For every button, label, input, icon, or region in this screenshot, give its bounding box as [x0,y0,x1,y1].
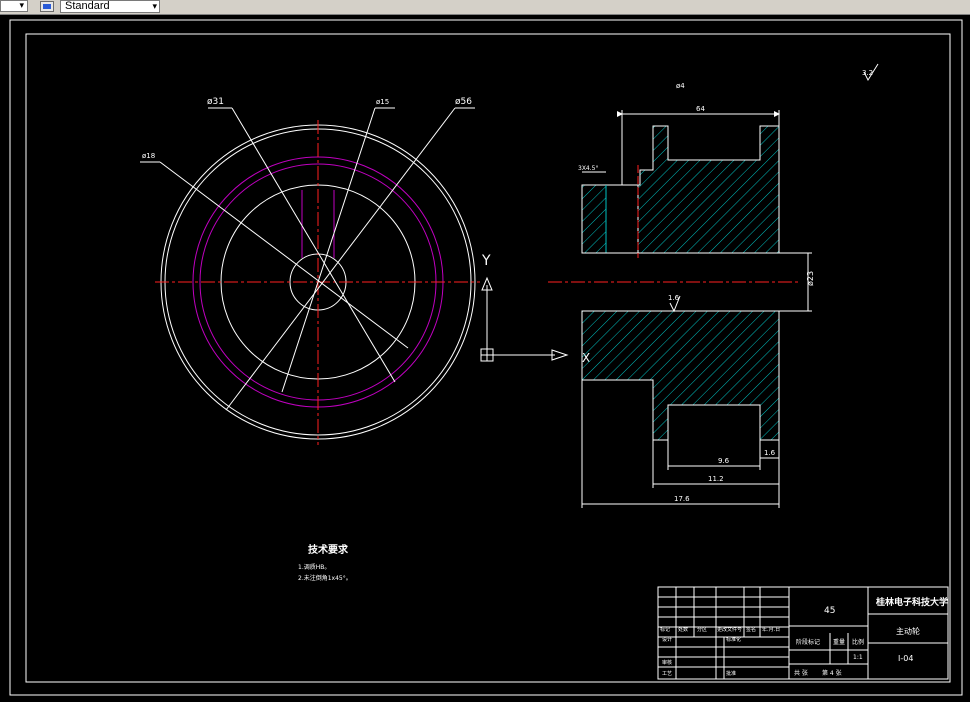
tech-title: 技术要求 [308,543,349,556]
tb-scale-value: 1:1 [853,654,863,661]
dim-total-length: 17.6 [674,495,690,503]
tb-row-zone: 分区 [697,626,707,633]
dim-hub-length: 11.2 [708,475,724,483]
layer-dropdown-arrow[interactable]: ▾ [0,0,28,12]
tb-weight-label: 重量 [833,638,845,646]
tech-line-2: 2.未注倒角1x45°。 [298,574,352,582]
drawing-canvas[interactable]: ø31 ø15 ø56 ø18 Y X 64 ø4 3X4.5° [0,14,970,698]
tb-process: 工艺 [662,671,672,677]
tb-row-date: 年.月.日 [762,626,780,633]
toolbar: ▾ Standard ▾ [0,0,970,15]
dim-d31: ø31 [207,97,224,107]
leader-d18 [159,161,409,349]
leader-d15 [281,107,376,393]
ucs-icon [480,276,569,362]
text-style-icon[interactable] [40,1,54,12]
tb-sheets-total: 共 张 [794,669,808,677]
dim-d15: ø15 [376,98,389,106]
tb-row-docno: 更改文件号 [717,626,742,633]
dim-d56: ø56 [455,97,472,107]
dim-top-width: 64 [696,105,705,113]
text-style-value: Standard [65,0,110,12]
tb-approve: 批准 [726,670,736,677]
text-style-select[interactable]: Standard ▾ [60,0,160,13]
front-view: ø31 ø15 ø56 ø18 [140,97,480,445]
section-lower [581,310,780,441]
side-view: 64 ø4 3X4.5° ø23 9.6 1.6 11.2 17.6 1.6 [548,82,815,508]
cad-drawing: ø31 ø15 ø56 ø18 Y X 64 ø4 3X4.5° [9,19,963,696]
tb-review: 审核 [662,659,672,666]
roughness-symbol [863,63,879,82]
tb-row-mark: 标记 [660,626,670,633]
dim-small-step: 1.6 [764,449,776,457]
tb-material: 45 [824,606,835,616]
tb-school: 桂林电子科技大学 [875,596,948,608]
tb-standard: 标准化 [726,636,741,643]
tb-drawing-no: I-04 [898,654,913,663]
tech-line-1: 1.调质HB。 [298,563,330,571]
dim-inner-groove: 9.6 [718,457,730,465]
chevron-down-icon: ▾ [152,1,157,11]
tb-row-count: 处数 [678,626,688,633]
keyway-cut [605,184,639,254]
roughness-corner: 3.2 [862,69,873,77]
tb-sheet-no: 第 4 张 [822,669,842,677]
dim-d18: ø18 [142,152,155,160]
title-block [657,586,949,680]
leader-d31 [231,107,396,383]
dim-chamfer: 3X4.5° [578,165,598,172]
outer-frame [9,19,963,696]
roughness-mid: 1.6 [668,294,680,302]
inner-frame [25,33,951,683]
tb-part-name: 主动轮 [896,626,920,636]
dim-top-label: ø4 [676,82,685,90]
tb-row-sign: 签名 [746,626,756,633]
ucs-y-label: Y [481,253,491,269]
tb-scale-label: 比例 [852,638,864,646]
chevron-down-icon: ▾ [19,1,24,11]
tb-design: 设计 [662,636,672,643]
leader-d56 [225,107,456,411]
tb-stage-label: 阶段标记 [796,638,820,646]
dim-bore: ø23 [806,271,815,286]
